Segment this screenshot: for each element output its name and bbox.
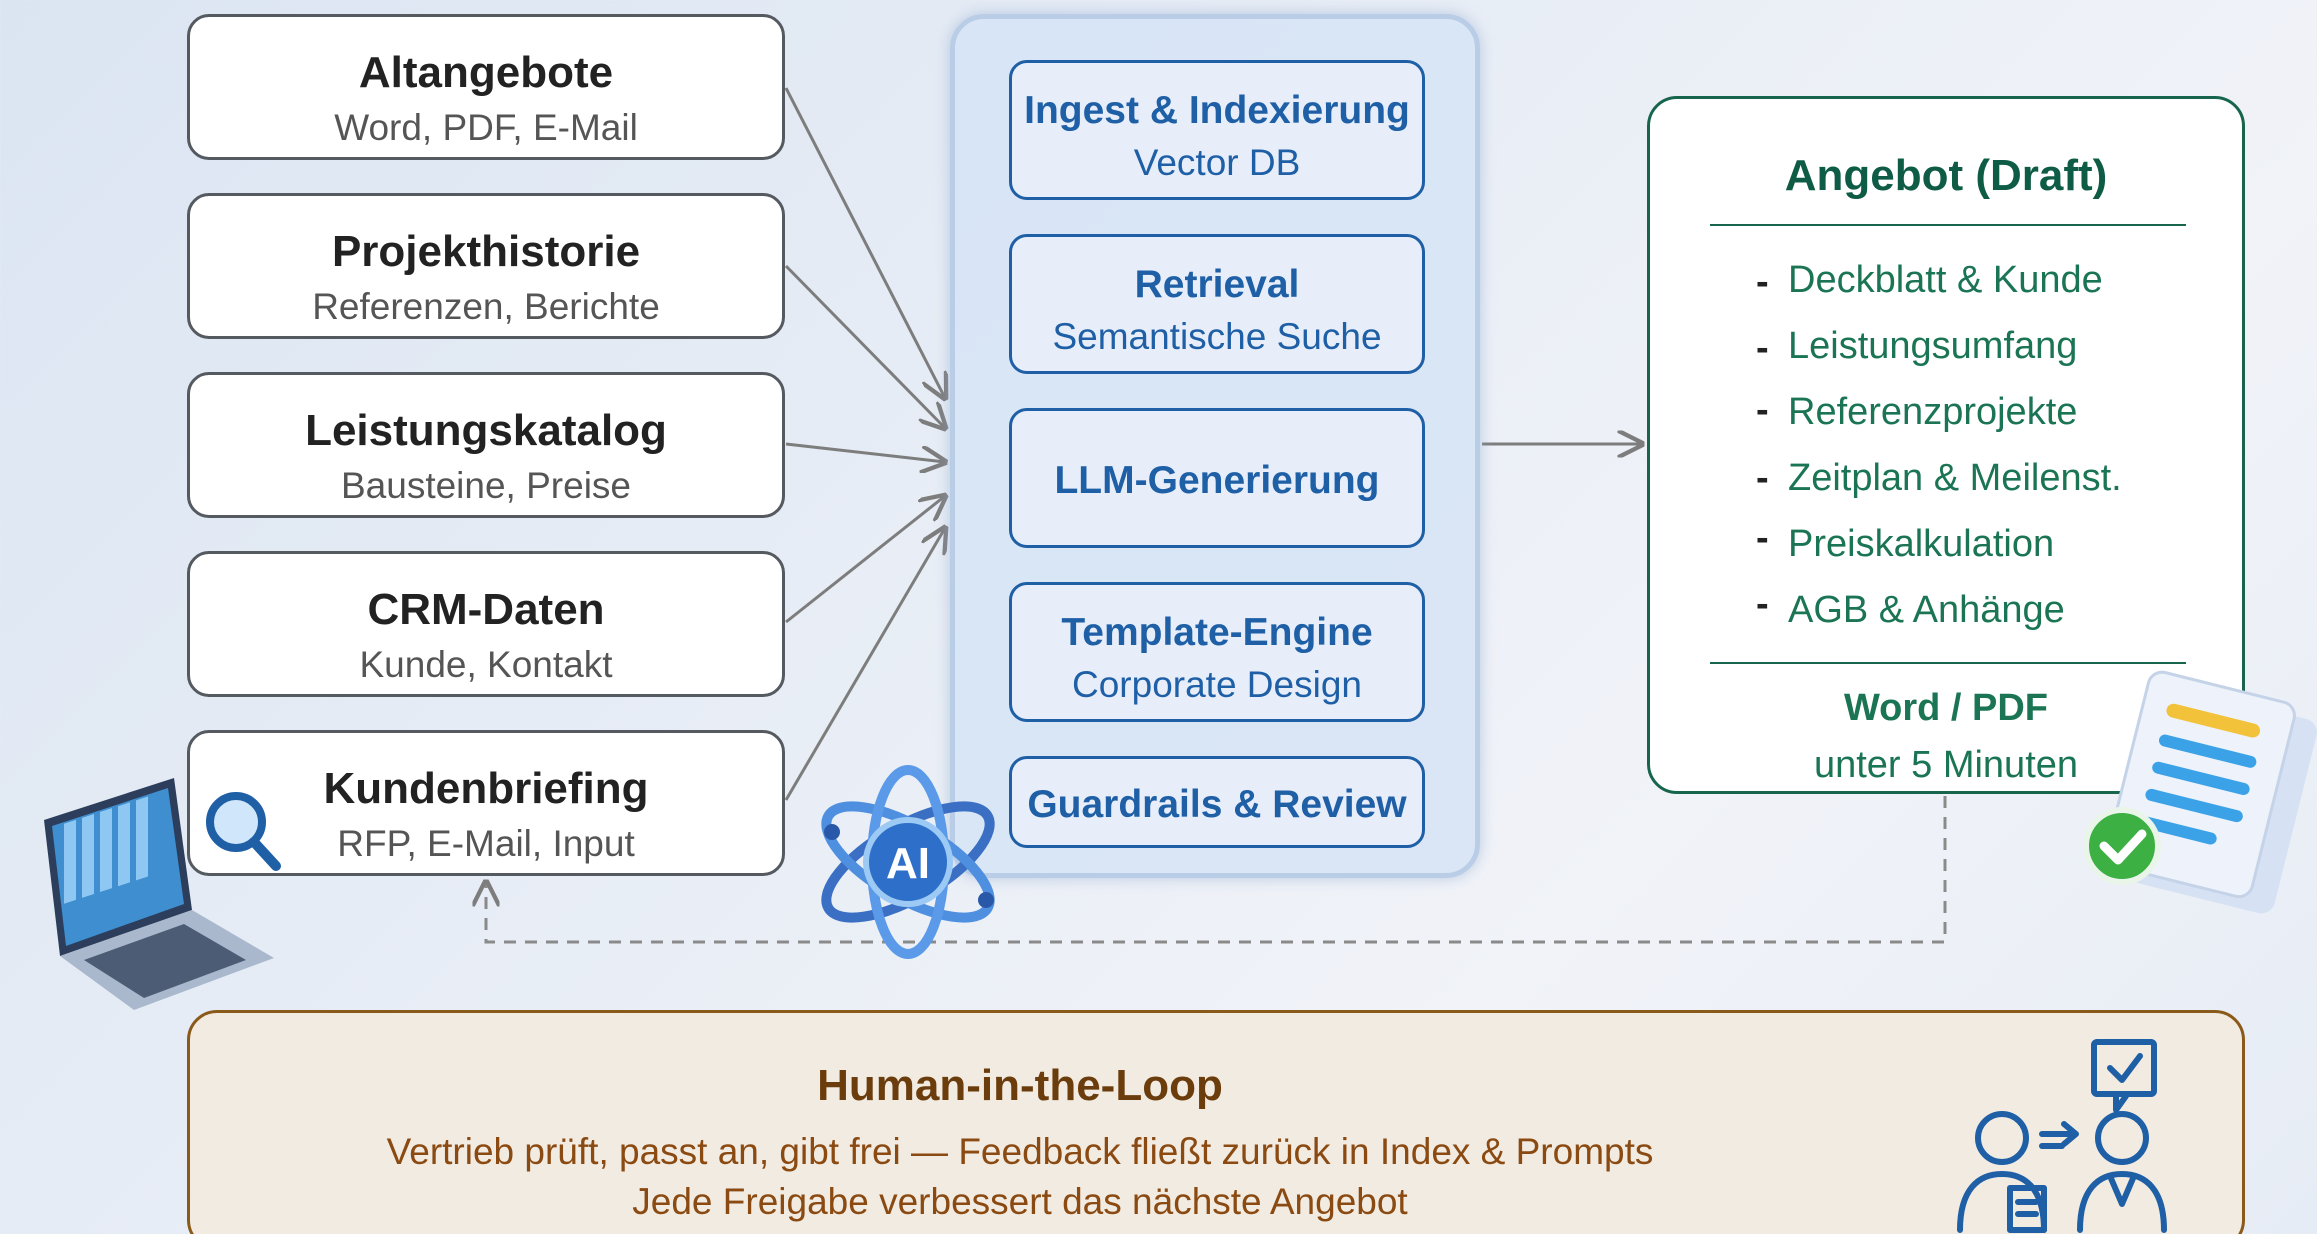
output-item: Referenzprojekte <box>1788 391 2078 433</box>
stage-subtitle: Corporate Design <box>1072 664 1362 705</box>
output-title: Angebot (Draft) <box>1784 151 2108 200</box>
ai-badge-label: AI <box>886 839 930 888</box>
divider <box>1710 662 2186 664</box>
source-subtitle: Word, PDF, E-Mail <box>334 107 638 148</box>
source-title: Leistungskatalog <box>305 406 667 455</box>
source-subtitle: RFP, E-Mail, Input <box>337 823 635 864</box>
source-leistungskatalog: Leistungskatalog Bausteine, Preise <box>187 372 785 518</box>
stage-subtitle: Vector DB <box>1133 142 1301 183</box>
output-time: unter 5 Minuten <box>1813 744 2079 786</box>
bullet: - <box>1756 389 1769 431</box>
source-subtitle: Bausteine, Preise <box>340 465 631 506</box>
ai-atom-icon: AI <box>821 765 995 959</box>
hitl-note: Jede Freigabe verbessert das nächste Ang… <box>632 1181 1408 1222</box>
stage-retrieval: Retrieval Semantische Suche <box>1009 234 1425 374</box>
source-title: Projekthistorie <box>331 227 641 276</box>
stage-guardrails: Guardrails & Review <box>1009 756 1425 848</box>
divider <box>1710 224 2186 226</box>
source-title: Altangebote <box>358 48 614 97</box>
bullet: - <box>1756 583 1769 625</box>
bullet: - <box>1756 261 1769 303</box>
arrow-kundenbriefing <box>784 528 945 801</box>
source-subtitle: Kunde, Kontakt <box>359 644 613 685</box>
source-crm-daten: CRM-Daten Kunde, Kontakt <box>187 551 785 697</box>
hitl-title: Human-in-the-Loop <box>817 1061 1223 1110</box>
source-projekthistorie: Projekthistorie Referenzen, Berichte <box>187 193 785 339</box>
hitl-description: Vertrieb prüft, passt an, gibt frei — Fe… <box>386 1131 1654 1172</box>
output-item: Preiskalkulation <box>1788 523 2055 565</box>
arrow-crm <box>785 496 945 624</box>
bullet: - <box>1756 327 1769 369</box>
stage-title: Guardrails & Review <box>1027 783 1407 826</box>
laptop-search-icon <box>44 778 281 1010</box>
output-item: Leistungsumfang <box>1788 325 2078 367</box>
arrow-leistungskatalog <box>785 442 945 462</box>
source-title: CRM-Daten <box>367 585 605 634</box>
feedback-loop <box>486 796 1947 944</box>
output-format: Word / PDF <box>1843 687 2049 729</box>
people-review-icon <box>1957 1039 2167 1233</box>
stage-subtitle: Semantische Suche <box>1052 316 1382 357</box>
stage-title: Template-Engine <box>1061 611 1373 654</box>
stage-title: Ingest & Indexierung <box>1024 89 1410 132</box>
source-altangebote: Altangebote Word, PDF, E-Mail <box>187 14 785 160</box>
source-title: Kundenbriefing <box>323 764 649 813</box>
arrow-projekthistorie <box>784 264 945 428</box>
bullet: - <box>1756 517 1769 559</box>
source-kundenbriefing: Kundenbriefing RFP, E-Mail, Input <box>187 730 785 876</box>
stage-llm: LLM-Generierung <box>1009 408 1425 548</box>
stage-template-engine: Template-Engine Corporate Design <box>1009 582 1425 722</box>
documents-approved-icon <box>2083 670 2317 914</box>
output-item: AGB & Anhänge <box>1788 589 2065 631</box>
stage-title: Retrieval <box>1134 263 1300 306</box>
output-card: Angebot (Draft) - Deckblatt & Kunde - Le… <box>1647 96 2245 794</box>
bullet: - <box>1756 457 1769 499</box>
output-item: Deckblatt & Kunde <box>1788 259 2103 301</box>
source-subtitle: Referenzen, Berichte <box>312 286 660 327</box>
output-item: Zeitplan & Meilenst. <box>1788 457 2122 499</box>
stage-title: LLM-Generierung <box>1054 459 1380 502</box>
arrow-altangebote <box>784 87 945 398</box>
human-in-the-loop-box: Human-in-the-Loop Vertrieb prüft, passt … <box>187 1010 2245 1234</box>
stage-ingest: Ingest & Indexierung Vector DB <box>1009 60 1425 200</box>
